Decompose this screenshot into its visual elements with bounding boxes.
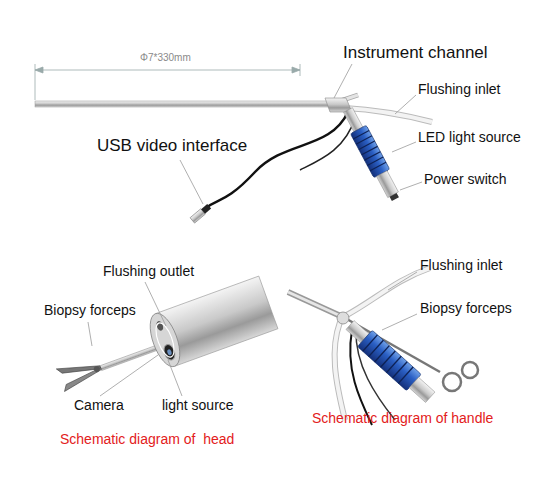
part-label: Camera — [74, 398, 124, 413]
endoscope-full — [35, 95, 432, 223]
part-label: Flushing outlet — [103, 264, 194, 279]
part-label: Biopsy forceps — [420, 301, 512, 316]
part-label: Biopsy forceps — [44, 303, 136, 318]
dimension-line — [35, 64, 300, 100]
part-label: USB video interface — [97, 137, 247, 156]
part-label: LED light source — [418, 130, 521, 145]
dimension-label: Φ7*330mm — [140, 52, 191, 63]
endoscope-handle — [288, 268, 478, 425]
part-label: light source — [162, 398, 234, 413]
endoscope-head — [50, 276, 278, 405]
caption-label: Schematic diagram of handle — [312, 411, 493, 426]
leader-line — [180, 64, 422, 204]
caption-label: Schematic diagram of head — [60, 432, 234, 447]
part-label: Instrument channel — [343, 44, 488, 63]
leader-line — [88, 282, 182, 396]
part-label: Flushing inlet — [418, 82, 501, 97]
part-label: Flushing inlet — [420, 258, 503, 273]
leader-line — [382, 272, 417, 330]
part-label: Power switch — [424, 172, 506, 187]
